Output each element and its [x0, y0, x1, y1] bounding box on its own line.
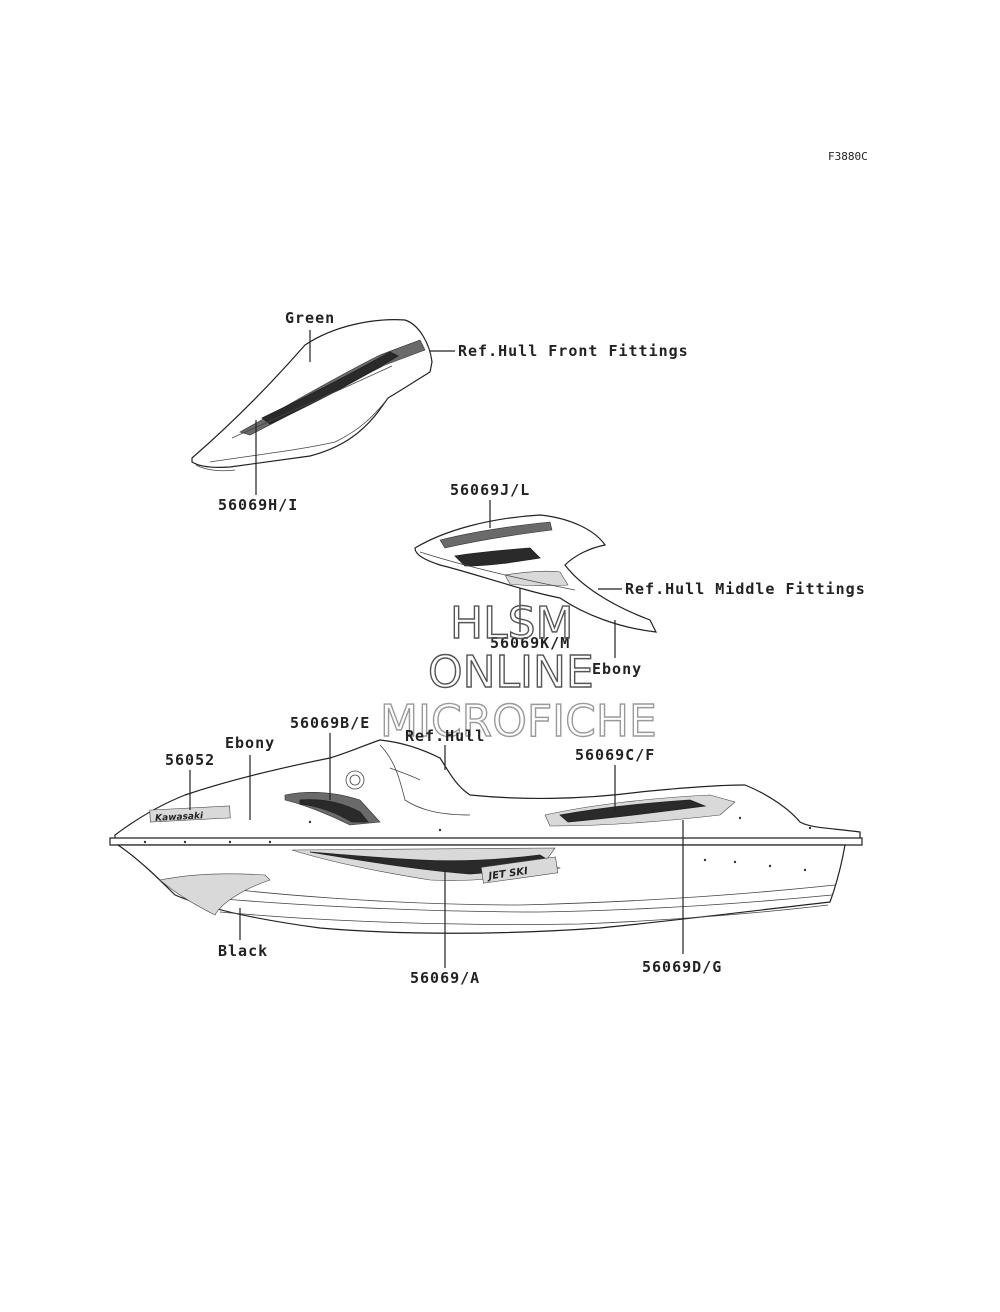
hull-drawing: Kawasaki JET SKI	[109, 739, 863, 934]
middle-fitting-drawing	[414, 514, 658, 633]
label-part-c-f: 56069C/F	[575, 746, 655, 764]
label-ebony-hull: Ebony	[225, 734, 275, 752]
label-ebony-middle: Ebony	[592, 660, 642, 678]
label-black: Black	[218, 942, 268, 960]
label-part-56052: 56052	[165, 751, 215, 769]
label-part-h-i: 56069H/I	[218, 496, 298, 514]
hull-dots	[143, 816, 812, 872]
label-part-d-g: 56069D/G	[642, 958, 722, 976]
label-part-j-l: 56069J/L	[450, 481, 530, 499]
label-green: Green	[285, 309, 335, 327]
hull-black-area	[159, 873, 271, 916]
figure-code: F3880C	[828, 150, 868, 163]
jetski-logo	[480, 856, 559, 884]
front-fitting-drawing	[191, 319, 433, 472]
label-ref-hull: Ref.Hull	[405, 727, 485, 745]
label-part-a: 56069/A	[410, 969, 480, 987]
kawasaki-decal-text: Kawasaki	[155, 811, 204, 824]
watermark-line-3: MICROFICHE	[380, 696, 657, 747]
middle-fitting-decal-top	[439, 521, 553, 549]
label-ref-middle: Ref.Hull Middle Fittings	[625, 580, 866, 598]
label-part-b-e: 56069B/E	[290, 714, 370, 732]
label-part-k-m: 56069K/M	[490, 634, 570, 652]
middle-fitting-decal-side	[504, 570, 569, 586]
label-ref-front: Ref.Hull Front Fittings	[458, 342, 689, 360]
watermark-line-2: ONLINE	[428, 647, 594, 698]
watermark-line-1: HLSM	[450, 598, 574, 649]
